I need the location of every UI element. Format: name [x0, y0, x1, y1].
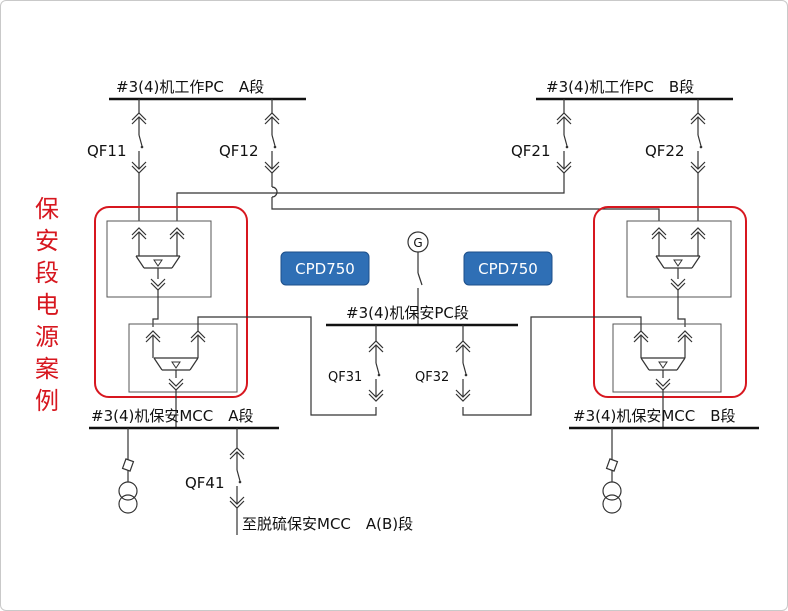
right-upper-ats: [626, 220, 732, 298]
left-upper-ats: [106, 220, 212, 298]
svg-text:安: 安: [35, 227, 59, 255]
breaker-qf41: [229, 447, 245, 509]
svg-text:保: 保: [35, 195, 59, 223]
qf32-label: QF32: [415, 370, 449, 385]
qf41-label: QF41: [185, 474, 225, 492]
qf22-label: QF22: [645, 142, 685, 160]
breaker-qf21: [556, 112, 572, 174]
load-left-icon: [118, 445, 138, 514]
bus-pc-a-label: #3(4)机工作PC A段: [116, 78, 264, 96]
load-right-icon: [602, 445, 622, 514]
svg-text:段: 段: [35, 259, 59, 287]
qf11-label: QF11: [87, 142, 127, 160]
qf12-label: QF12: [219, 142, 259, 160]
bus-mcc-a-label: #3(4)机保安MCC A段: [91, 407, 254, 425]
qf31-label: QF31: [328, 370, 362, 385]
feeder-destination-label: 至脱硫保安MCC A(B)段: [242, 515, 413, 533]
left-highlight-box: [94, 206, 248, 398]
right-lower-ats: [612, 323, 722, 393]
breaker-qf31: [368, 340, 384, 402]
right-highlight-box: [593, 206, 747, 398]
breaker-qf32: [455, 340, 471, 402]
generator-icon: G: [407, 231, 429, 253]
svg-text:G: G: [413, 236, 422, 250]
breaker-qf12: [264, 112, 280, 174]
breaker-qf22: [690, 112, 706, 174]
breaker-qf11: [131, 112, 147, 174]
cpd-left-label: CPD750: [295, 260, 355, 278]
bus-pc-b-label: #3(4)机工作PC B段: [546, 78, 694, 96]
qf21-label: QF21: [511, 142, 551, 160]
svg-text:例: 例: [35, 387, 59, 415]
svg-text:电: 电: [35, 291, 59, 319]
side-title: 保 安 段 电 源 案 例: [35, 195, 59, 415]
svg-text:源: 源: [35, 323, 59, 351]
svg-text:案: 案: [35, 355, 59, 383]
left-lower-ats: [128, 323, 238, 393]
cpd-right-label: CPD750: [478, 260, 538, 278]
cpd-right-badge: CPD750: [463, 251, 553, 286]
bus-mcc-b-label: #3(4)机保安MCC B段: [573, 407, 736, 425]
bus-pc-safe-label: #3(4)机保安PC段: [346, 304, 469, 322]
cpd-left-badge: CPD750: [280, 251, 370, 286]
